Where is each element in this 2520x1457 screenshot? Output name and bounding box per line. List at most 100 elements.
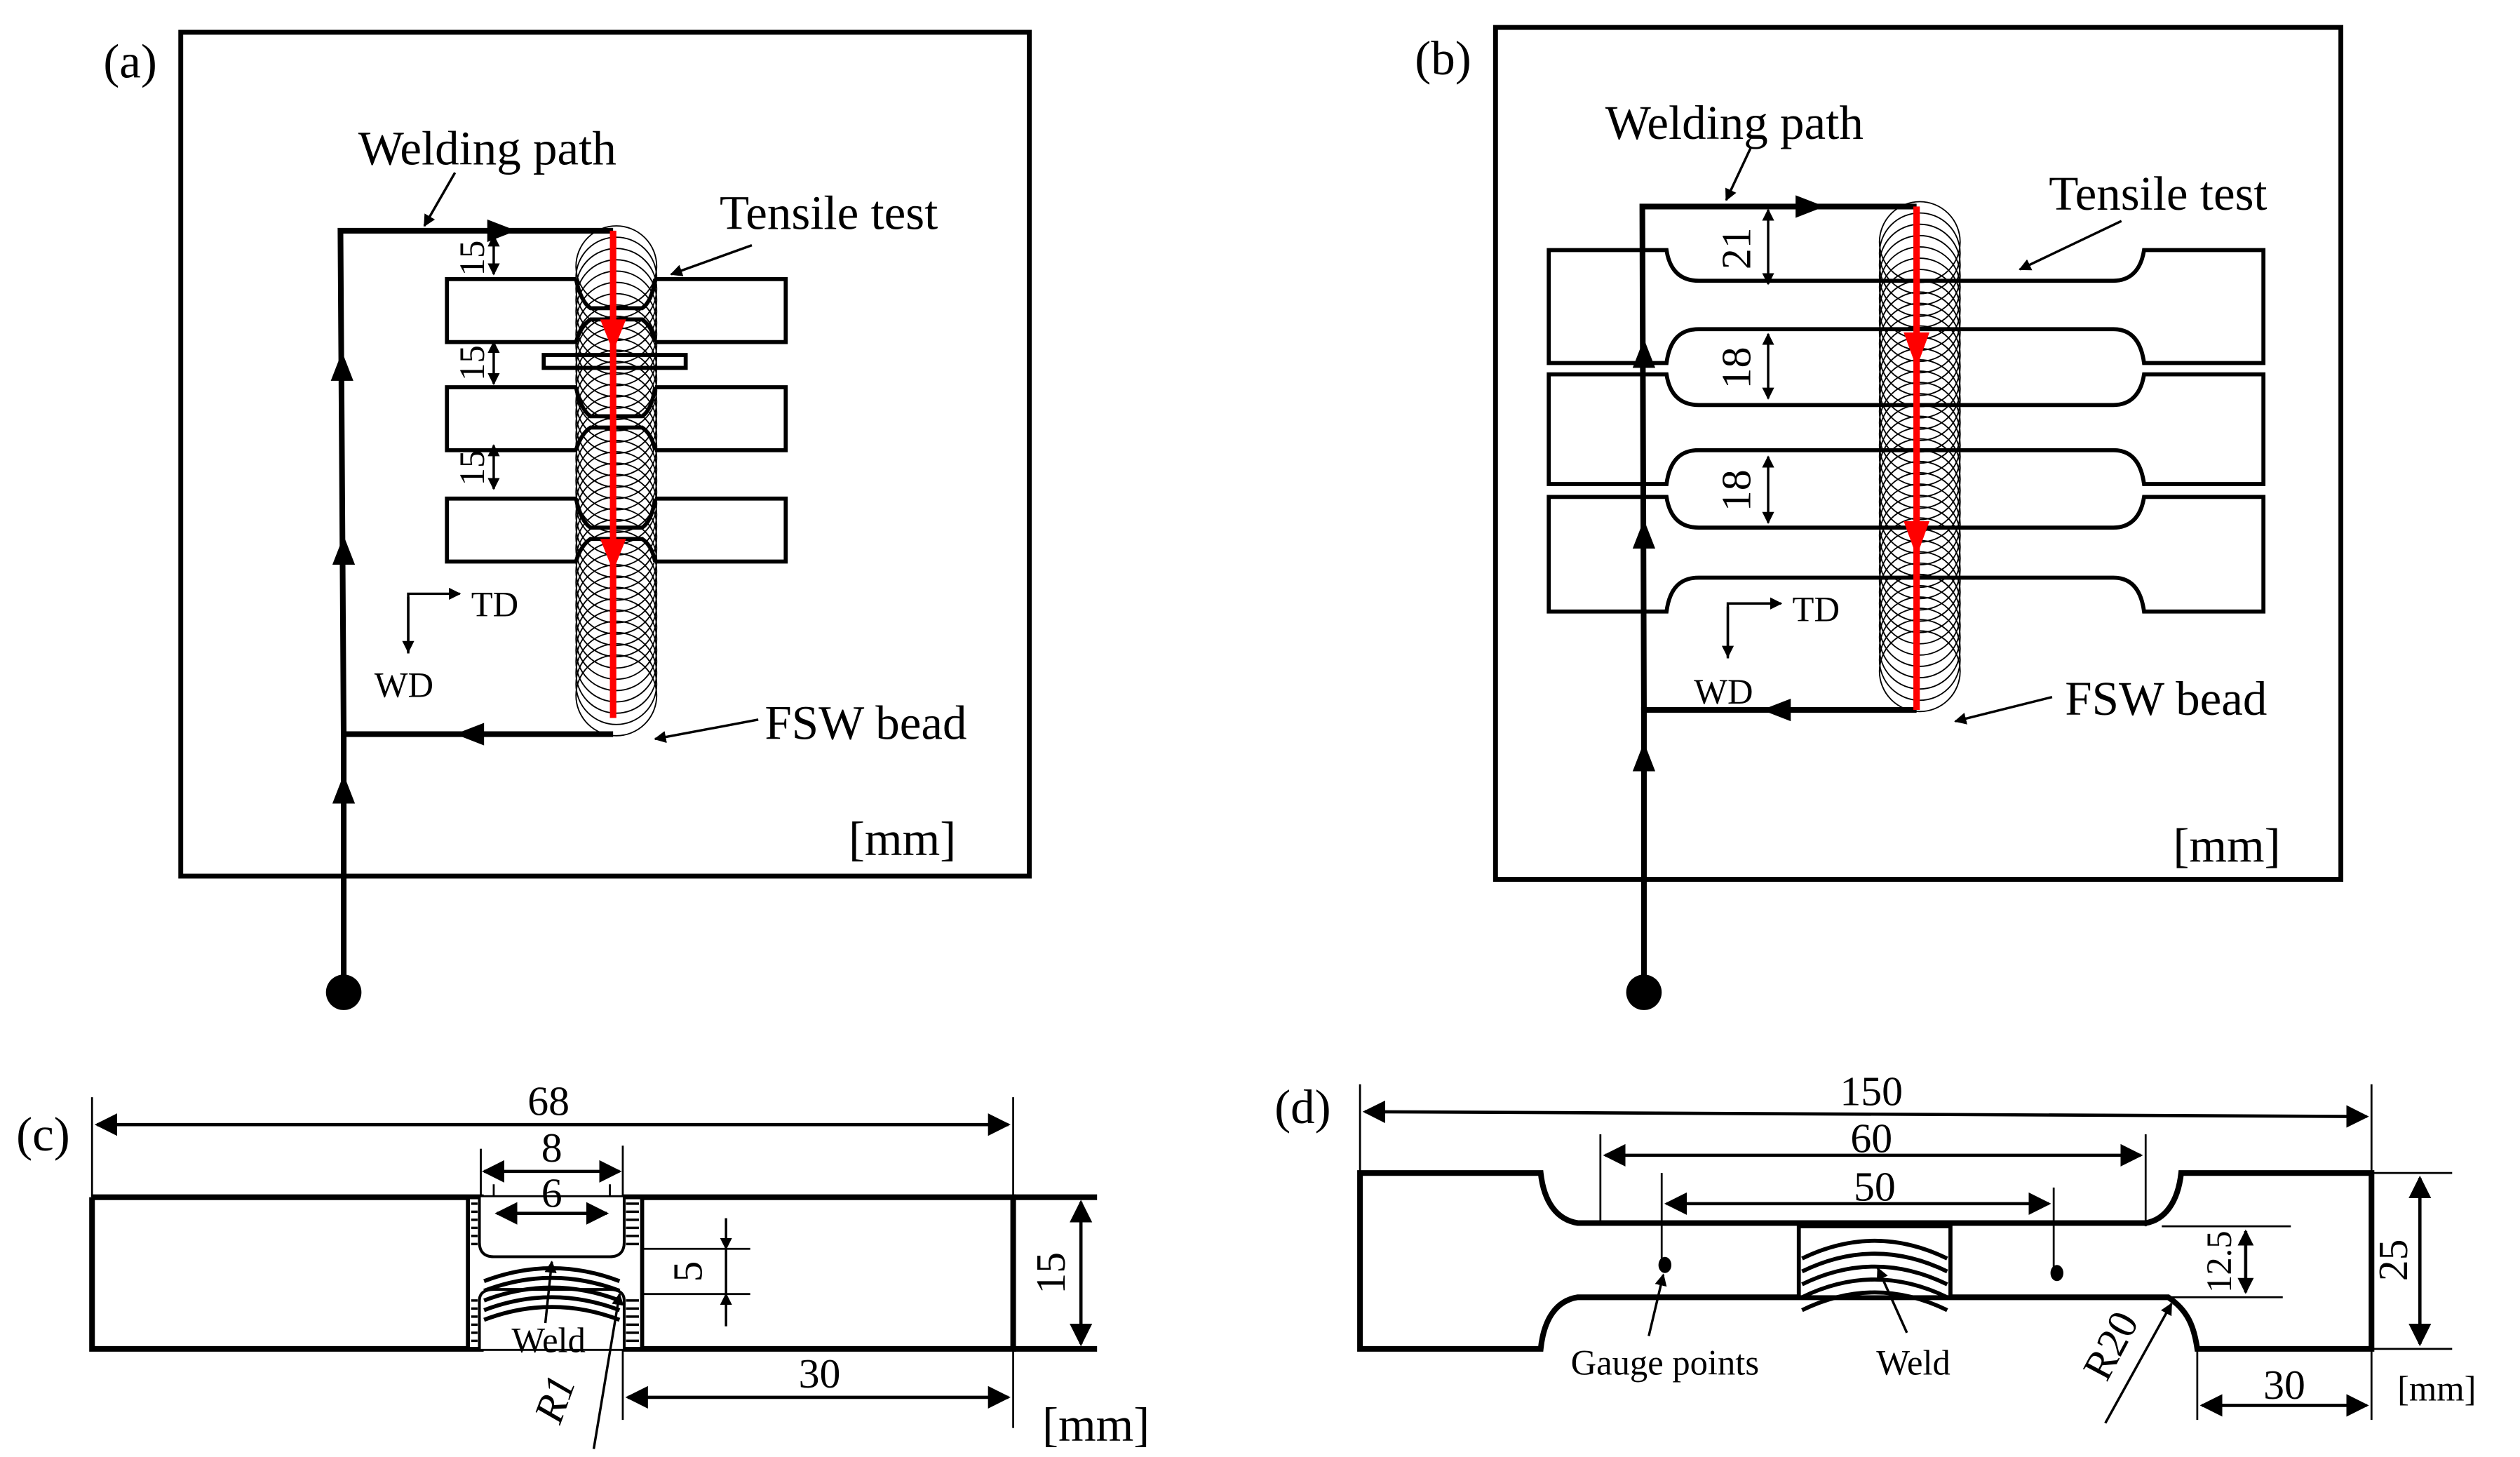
red-arrow-icon bbox=[600, 319, 626, 352]
tensile-specimens bbox=[445, 277, 788, 564]
dim-gauge-length-label: 50 bbox=[1854, 1163, 1896, 1209]
tensile-specimen-left bbox=[445, 496, 577, 564]
unit-label: [mm] bbox=[2173, 819, 2280, 872]
dogbone-specimen-outline bbox=[1357, 1170, 2453, 1352]
path-arrow-icon bbox=[1632, 339, 1656, 368]
dim-ligament-label: 5 bbox=[665, 1261, 711, 1282]
weld-flow-line bbox=[483, 1295, 621, 1312]
direction-axes: TD WD bbox=[375, 585, 518, 705]
weld-label: Weld bbox=[1876, 1343, 1950, 1383]
panel-b-label: (b) bbox=[1415, 32, 1471, 85]
tensile-test-label: Tensile test bbox=[2049, 167, 2267, 220]
dim-reduced-width-label: 12.5 bbox=[2199, 1230, 2239, 1293]
path-arrow-icon bbox=[1761, 698, 1791, 722]
weld-flow-line bbox=[1801, 1277, 1948, 1299]
dim-width-label: 25 bbox=[2370, 1239, 2416, 1281]
red-arrow-icon bbox=[1904, 521, 1930, 557]
weld-flow-line bbox=[483, 1305, 621, 1322]
panel-c: (c) 68 8 6 bbox=[16, 1077, 1150, 1451]
panel-b: (b) 21 18 18 Welding path Tensile test bbox=[1415, 25, 2344, 1010]
path-arrow-icon bbox=[332, 774, 356, 804]
path-arrow-icon bbox=[1632, 519, 1656, 549]
panel-a-label: (a) bbox=[103, 34, 157, 88]
dim-inner-notch-label: 6 bbox=[541, 1169, 562, 1216]
tensile-specimen bbox=[1547, 372, 2266, 486]
dim-label: 15 bbox=[452, 450, 492, 486]
dim-overall-length-label: 68 bbox=[527, 1077, 570, 1124]
welding-path-label: Welding path bbox=[1605, 96, 1864, 149]
start-point bbox=[325, 974, 362, 1010]
start-point bbox=[1626, 974, 1662, 1010]
tensile-specimens bbox=[1547, 248, 2266, 614]
path-arrow-icon bbox=[1632, 742, 1656, 772]
spacing-dimensions: 15 15 15 bbox=[452, 234, 500, 490]
unit-label: [mm] bbox=[1042, 1398, 1150, 1451]
weld-flow-line bbox=[1801, 1290, 1948, 1312]
fsw-bead-label: FSW bead bbox=[764, 696, 966, 749]
td-label: TD bbox=[471, 585, 518, 624]
dim-overall-length-label: 150 bbox=[1840, 1068, 1903, 1115]
dim-label: 15 bbox=[452, 345, 492, 381]
unit-label: [mm] bbox=[849, 812, 956, 866]
path-arrow-icon bbox=[487, 219, 517, 243]
weld-label: Weld bbox=[511, 1320, 586, 1359]
gauge-point bbox=[1658, 1256, 1672, 1273]
tensile-specimen-left bbox=[445, 385, 577, 452]
dim-grip-label: 30 bbox=[2263, 1362, 2305, 1408]
wd-label: WD bbox=[1694, 672, 1753, 711]
tensile-specimen-right bbox=[654, 496, 788, 564]
bead-ring bbox=[575, 609, 658, 692]
red-arrow-icon bbox=[1904, 332, 1930, 368]
bead-ring bbox=[575, 631, 658, 714]
dim-label: 18 bbox=[1713, 469, 1760, 511]
fsw-bead bbox=[575, 225, 658, 737]
dim-outer-notch-label: 8 bbox=[541, 1124, 562, 1171]
panel-d: (d) 150 60 50 12.5 25 30 bbox=[1274, 1068, 2476, 1424]
panel-d-label: (d) bbox=[1274, 1080, 1330, 1134]
weld-hatch bbox=[471, 1202, 639, 1343]
fsw-bead-label: FSW bead bbox=[2065, 672, 2267, 725]
welding-path bbox=[1626, 195, 1917, 1010]
weld-flow-line bbox=[1801, 1239, 1948, 1261]
path-arrow-icon bbox=[332, 535, 356, 565]
notched-specimen-outline bbox=[89, 1194, 1098, 1352]
dim-radius-label: R1 bbox=[525, 1369, 584, 1430]
dim-overall-length bbox=[1362, 1100, 2369, 1128]
panel-c-label: (c) bbox=[16, 1108, 70, 1161]
red-arrow-icon bbox=[600, 539, 626, 572]
tensile-test-label: Tensile test bbox=[720, 187, 938, 240]
gauge-points-label: Gauge points bbox=[1571, 1343, 1759, 1383]
tensile-specimen bbox=[1547, 248, 2266, 365]
dim-label: 15 bbox=[452, 241, 492, 276]
tensile-specimen bbox=[1547, 495, 2266, 614]
tensile-specimen-left bbox=[445, 277, 577, 344]
dim-width-label: 15 bbox=[1027, 1252, 1074, 1294]
gauge-point bbox=[2050, 1265, 2063, 1282]
weld-hatch bbox=[1801, 1239, 1948, 1312]
weld-flow-line bbox=[1801, 1251, 1948, 1274]
dim-reduced-length-label: 60 bbox=[1850, 1115, 1892, 1161]
direction-axes: TD WD bbox=[1694, 590, 1840, 711]
bead-ring bbox=[575, 620, 658, 703]
welding-path bbox=[325, 219, 614, 1010]
bead-ring bbox=[575, 654, 658, 737]
plate-outline bbox=[1493, 25, 2344, 882]
dim-radius-label: R20 bbox=[2074, 1304, 2148, 1388]
welding-path-label: Welding path bbox=[358, 122, 616, 175]
path-arrow-icon bbox=[330, 351, 353, 381]
unit-label: [mm] bbox=[2397, 1369, 2476, 1408]
td-label: TD bbox=[1793, 590, 1840, 629]
weld-flow-line bbox=[483, 1285, 621, 1303]
panel-a: (a) 15 15 15 Wel bbox=[103, 29, 1032, 1010]
weld-flow-line bbox=[483, 1275, 621, 1293]
path-arrow-icon bbox=[1795, 195, 1825, 218]
plate-outline bbox=[178, 29, 1032, 879]
dim-grip-label: 30 bbox=[799, 1350, 841, 1397]
bead-ring bbox=[575, 643, 658, 725]
tensile-specimen-right bbox=[654, 385, 788, 452]
path-arrow-icon bbox=[454, 723, 485, 746]
spacing-dimensions: 21 18 18 bbox=[1713, 208, 1774, 524]
tensile-specimen-right bbox=[654, 277, 788, 344]
weld-flow-line bbox=[1801, 1264, 1948, 1287]
